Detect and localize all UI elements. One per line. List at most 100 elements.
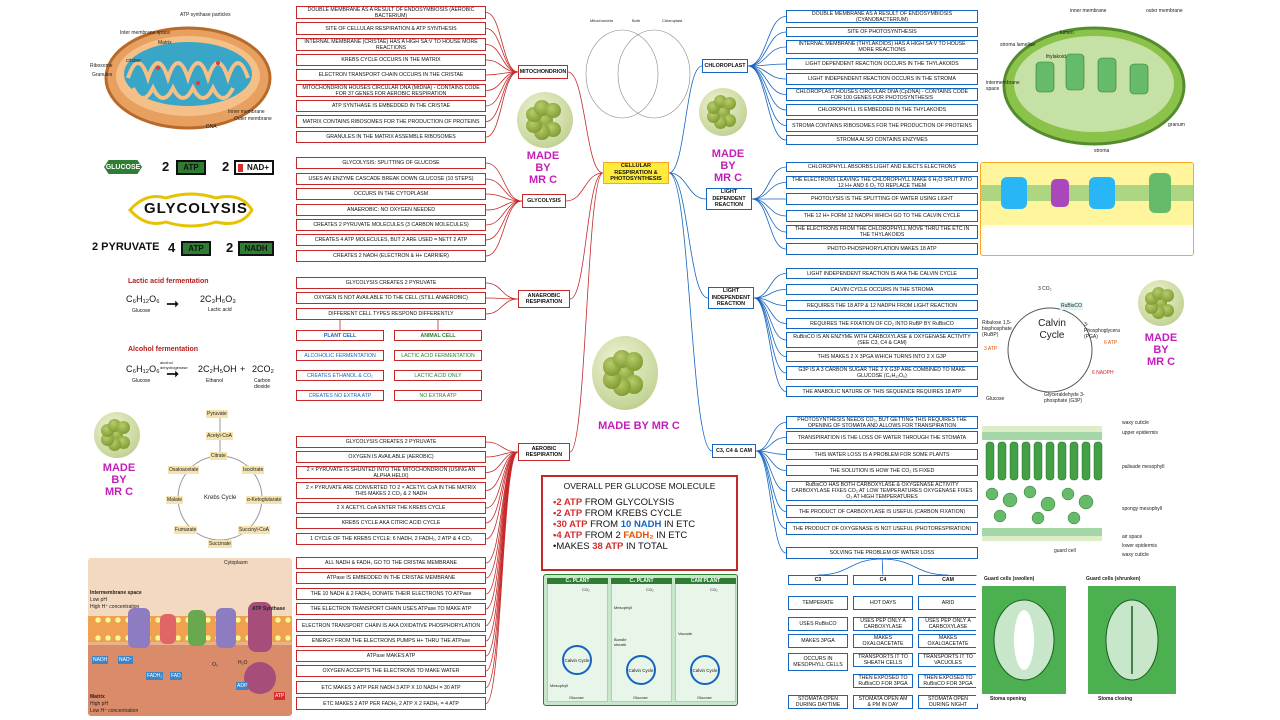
c3c4cam-col-item[interactable]: STOMATA OPEN DURING NIGHT xyxy=(918,695,978,709)
chloroplast-fact[interactable]: STROMA CONTAINS RIBOSOMES FOR THE PRODUC… xyxy=(786,119,978,132)
light-dependent-fact[interactable]: PHOTO-PHOSPHORYLATION MAKES 18 ATP xyxy=(786,243,978,255)
chloroplast-fact[interactable]: CHLOROPLAST HOUSES CIRCULAR DNA (CpDNA) … xyxy=(786,88,978,101)
aerobic-fact[interactable]: KREBS CYCLE AKA CITRIC ACID CYCLE xyxy=(296,517,486,529)
glycolysis-fact[interactable]: CREATES 2 PYRUVATE MOLECULES (3 CARBON M… xyxy=(296,219,486,231)
c3c4cam-fact[interactable]: THIS WATER LOSS IS A PROBLEM FOR SOME PL… xyxy=(786,449,978,460)
glycolysis-fact[interactable]: CREATES 2 NADH (ELECTRON & H+ CARRIER) xyxy=(296,250,486,262)
aerobic-fact[interactable]: OXYGEN ACCEPTS THE ELECTRONS TO MAKE WAT… xyxy=(296,665,486,677)
glycolysis-fact[interactable]: CREATES 4 ATP MOLECULES, BUT 2 ARE USED … xyxy=(296,234,486,246)
c3c4cam-col-item[interactable]: TEMPERATE xyxy=(788,596,848,610)
aerobic-fact[interactable]: OXYGEN IS AVAILABLE (AEROBIC) xyxy=(296,451,486,463)
c3c4cam-col-item[interactable]: TRANSPORTS IT TO SHEATH CELLS xyxy=(853,653,913,667)
chloroplast-fact[interactable]: LIGHT DEPENDENT REACTION OCCURS IN THE T… xyxy=(786,58,978,70)
animal-cell-fact[interactable]: LACTIC ACID ONLY xyxy=(394,370,482,381)
c3c4cam-col-item[interactable]: THEN EXPOSED TO RuBisCO FOR 3PGA xyxy=(853,674,913,688)
c3c4cam-fact[interactable]: THE PRODUCT OF CARBOXYLASE IS USEFUL (CA… xyxy=(786,505,978,518)
mito-fact[interactable]: DOUBLE MEMBRANE AS A RESULT OF ENDOSYMBI… xyxy=(296,6,486,19)
animal-cell-fact[interactable]: ANIMAL CELL xyxy=(394,330,482,341)
aerobic-fact[interactable]: THE ELECTRON TRANSPORT CHAIN USES ATPase… xyxy=(296,603,486,615)
mito-fact[interactable]: GRANULES IN THE MATRIX ASSEMBLE RIBOSOME… xyxy=(296,131,486,143)
hub-mitochondrion[interactable]: MITOCHONDRION xyxy=(518,65,568,79)
hub-light-independent[interactable]: LIGHT INDEPENDENT REACTION xyxy=(708,287,754,309)
aerobic-fact[interactable]: 2 × PYRUVATE IS SHUNTED INTO THE MITOCHO… xyxy=(296,466,486,479)
hub-c3c4cam[interactable]: C3, C4 & CAM xyxy=(712,444,756,458)
aerobic-fact[interactable]: ELECTRON TRANSPORT CHAIN IS AKA OXIDATIV… xyxy=(296,619,486,632)
hub-chloroplast[interactable]: CHLOROPLAST xyxy=(702,59,748,73)
aerobic-fact[interactable]: ATPase MAKES ATP xyxy=(296,650,486,662)
c3c4cam-col-head[interactable]: CAM xyxy=(918,575,978,585)
hub-light-dependent[interactable]: LIGHT DEPENDENT REACTION xyxy=(706,188,752,210)
light-independent-fact[interactable]: REQUIRES THE FIXATION OF CO₂ INTO RuBP B… xyxy=(786,318,978,329)
hub-glycolysis[interactable]: GLYCOLYSIS xyxy=(522,194,566,208)
c3c4cam-col-item[interactable]: ARID xyxy=(918,596,978,610)
aerobic-fact[interactable]: ETC MAKES 3 ATP PER NADH 3 ATP X 10 NADH… xyxy=(296,681,486,694)
c3c4cam-col-item[interactable]: STOMATA OPEN AM & PM IN DAY xyxy=(853,695,913,709)
c3c4cam-col-item[interactable]: OCCURS IN MESOPHYLL CELLS xyxy=(788,653,848,671)
anaerobic-fact[interactable]: GLYCOLYSIS CREATES 2 PYRUVATE xyxy=(296,277,486,289)
mito-fact[interactable]: SITE OF CELLULAR RESPIRATION & ATP SYNTH… xyxy=(296,22,486,35)
aerobic-fact[interactable]: ETC MAKES 2 ATP PER FADH₂ 2 ATP X 2 FADH… xyxy=(296,697,486,710)
hub-aerobic[interactable]: AEROBIC RESPIRATION xyxy=(518,443,570,461)
chloroplast-fact[interactable]: SITE OF PHOTOSYNTHESIS xyxy=(786,27,978,37)
c3c4cam-col-item[interactable]: TRANSPORTS IT TO VACUOLES xyxy=(918,653,978,667)
mito-fact[interactable]: MITOCHONDRION HOUSES CIRCULAR DNA (MtDNA… xyxy=(296,84,486,97)
animal-cell-fact[interactable]: LACTIC ACID FERMENTATION xyxy=(394,350,482,361)
aerobic-fact[interactable]: ENERGY FROM THE ELECTRONS PUMPS H+ THRU … xyxy=(296,635,486,647)
chloroplast-fact[interactable]: DOUBLE MEMBRANE AS A RESULT OF ENDOSYMBI… xyxy=(786,10,978,23)
mito-fact[interactable]: MATRIX CONTAINS RIBOSOMES FOR THE PRODUC… xyxy=(296,115,486,128)
light-dependent-fact[interactable]: THE ELECTRONS FROM THE CHLOROPHYLL MOVE … xyxy=(786,225,978,239)
aerobic-fact[interactable]: 2 × PYRUVATE ARE CONVERTED TO 2 × ACETYL… xyxy=(296,482,486,499)
light-dependent-fact[interactable]: CHLOROPHYLL ABSORBS LIGHT AND EJECTS ELE… xyxy=(786,162,978,172)
glycolysis-fact[interactable]: ANAEROBIC: NO OXYGEN NEEDED xyxy=(296,204,486,216)
c3c4cam-col-item[interactable]: MAKES 3PGA xyxy=(788,634,848,648)
plant-cell-fact[interactable]: CREATES ETHANOL & CO₂ xyxy=(296,370,384,381)
chloroplast-fact[interactable]: STROMA ALSO CONTAINS ENZYMES xyxy=(786,135,978,145)
anaerobic-fact[interactable]: DIFFERENT CELL TYPES RESPOND DIFFERENTLY xyxy=(296,308,486,320)
mito-fact[interactable]: ATP SYNTHASE IS EMBEDDED IN THE CRISTAE xyxy=(296,100,486,112)
chloroplast-fact[interactable]: LIGHT INDEPENDENT REACTION OCCURS IN THE… xyxy=(786,73,978,85)
light-independent-fact[interactable]: LIGHT INDEPENDENT REACTION IS AKA THE CA… xyxy=(786,268,978,279)
aerobic-fact[interactable]: 2 X ACETYL CoA ENTER THE KREBS CYCLE xyxy=(296,502,486,514)
c3c4cam-col-item[interactable]: USES PEP ONLY A CARBOXYLASE xyxy=(853,617,913,631)
mito-fact[interactable]: KREBS CYCLE OCCURS IN THE MATRIX xyxy=(296,54,486,66)
c3c4cam-fact[interactable]: RuBisCO HAS BOTH CARBOXYLASE & OXYGENASE… xyxy=(786,481,978,501)
chloroplast-fact[interactable]: INTERNAL MEMBRANE (THYLAKOIDS) HAS A HIG… xyxy=(786,40,978,54)
aerobic-fact[interactable]: ATPase IS EMBEDDED IN THE CRISTAE MEMBRA… xyxy=(296,572,486,584)
hub-anaerobic[interactable]: ANAEROBIC RESPIRATION xyxy=(518,290,570,308)
c3c4cam-col-item[interactable]: STOMATA OPEN DURING DAYTIME xyxy=(788,695,848,709)
c3c4cam-col-item[interactable]: MAKES OXALOACETATE xyxy=(853,634,913,648)
plant-cell-fact[interactable]: CREATES NO EXTRA ATP xyxy=(296,390,384,401)
glycolysis-fact[interactable]: GLYCOLYSIS: SPLITTING OF GLUCOSE xyxy=(296,157,486,169)
c3c4cam-fact[interactable]: THE PRODUCT OF OXYGENASE IS NOT USEFUL (… xyxy=(786,522,978,535)
central-topic[interactable]: CELLULAR RESPIRATION & PHOTOSYNTHESIS xyxy=(603,162,669,184)
chloroplast-fact[interactable]: CHLOROPHYLL IS EMBEDDED IN THE THYLAKOID… xyxy=(786,104,978,116)
mito-fact[interactable]: ELECTRON TRANSPORT CHAIN OCCURS IN THE C… xyxy=(296,69,486,81)
c3c4cam-col-head[interactable]: C3 xyxy=(788,575,848,585)
aerobic-fact[interactable]: GLYCOLYSIS CREATES 2 PYRUVATE xyxy=(296,436,486,448)
plant-cell-fact[interactable]: PLANT CELL xyxy=(296,330,384,341)
light-independent-fact[interactable]: RuBisCO IS AN ENZYME WITH CARBOXYLASE & … xyxy=(786,332,978,348)
c3c4cam-col-head[interactable]: C4 xyxy=(853,575,913,585)
animal-cell-fact[interactable]: NO EXTRA ATP xyxy=(394,390,482,401)
c3c4cam-fact[interactable]: PHOTOSYNTHESIS NEEDS CO₂, BUT GETTING TH… xyxy=(786,416,978,429)
c3c4cam-col-item[interactable]: THEN EXPOSED TO RuBisCO FOR 3PGA xyxy=(918,674,978,688)
light-independent-fact[interactable]: THE ANABOLIC NATURE OF THIS SEQUENCE REQ… xyxy=(786,386,978,397)
aerobic-fact[interactable]: 1 CYCLE OF THE KREBS CYCLE: 6 NADH, 2 FA… xyxy=(296,533,486,545)
glycolysis-fact[interactable]: OCCURS IN THE CYTOPLASM xyxy=(296,188,486,200)
plant-cell-fact[interactable]: ALCOHOLIC FERMENTATION xyxy=(296,350,384,361)
glycolysis-fact[interactable]: USES AN ENZYME CASCADE BREAK DOWN GLUCOS… xyxy=(296,173,486,185)
mito-fact[interactable]: INTERNAL MEMBRANE (CRISTAE) HAS A HIGH S… xyxy=(296,38,486,51)
light-independent-fact[interactable]: G3P IS A 3 CARBON SUGAR THE 2 X G3P ARE … xyxy=(786,366,978,380)
c3c4cam-col-item[interactable]: HOT DAYS xyxy=(853,596,913,610)
light-dependent-fact[interactable]: THE ELECTRONS LEAVING THE CHLOROPHYLL MA… xyxy=(786,176,978,189)
c3c4cam-col-item[interactable]: USES PEP ONLY A CARBOXYLASE xyxy=(918,617,978,631)
light-independent-fact[interactable]: CALVIN CYCLE OCCURS IN THE STROMA xyxy=(786,284,978,295)
aerobic-fact[interactable]: THE 10 NADH & 2 FADH₂ DONATE THEIR ELECT… xyxy=(296,588,486,600)
c3c4cam-col-item[interactable]: USES RuBisCO xyxy=(788,617,848,631)
light-dependent-fact[interactable]: THE 12 H+ FORM 12 NADPH WHICH GO TO THE … xyxy=(786,210,978,222)
c3c4cam-fact[interactable]: THE SOLUTION IS HOW THE CO₂ IS FIXED xyxy=(786,465,978,476)
c3c4cam-col-item[interactable]: MAKES OXALOACETATE xyxy=(918,634,978,648)
light-dependent-fact[interactable]: PHOTOLYSIS IS THE SPLITTING OF WATER USI… xyxy=(786,193,978,205)
c3c4cam-fact[interactable]: SOLVING THE PROBLEM OF WATER LOSS xyxy=(786,547,978,559)
light-independent-fact[interactable]: REQUIRES THE 18 ATP & 12 NADPH FROM LIGH… xyxy=(786,300,978,311)
